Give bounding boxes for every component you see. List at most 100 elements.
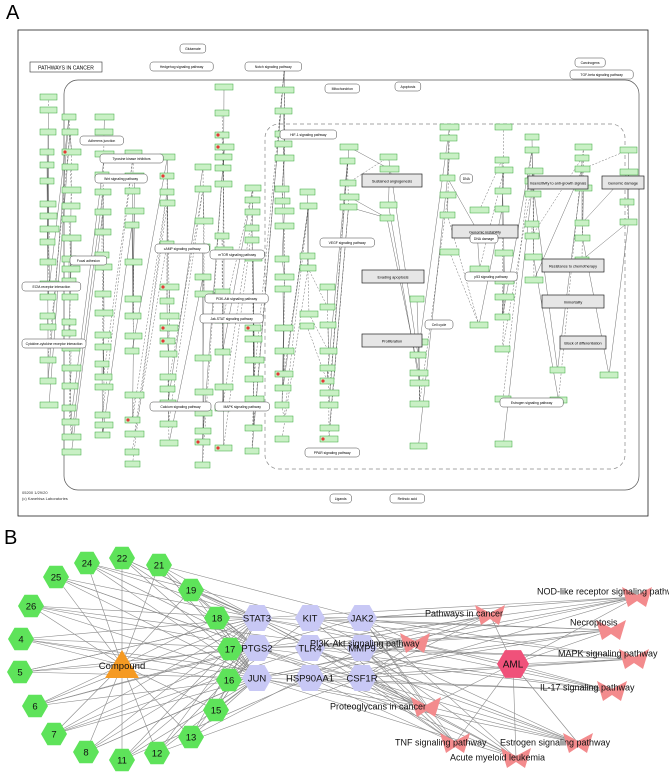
kegg-edge [222,211,253,409]
network-edge [121,648,231,666]
pathway-label: Cytokine-cytokine receptor interaction [26,342,83,346]
gene-box [194,217,214,225]
gene-box [274,347,295,355]
kegg-edge [68,385,71,409]
gene-box [319,389,340,397]
network-edge [121,647,258,761]
gene-box [524,276,544,284]
gene-box [159,188,175,196]
process-box-label: Insensitivity to anti-growth signals [530,182,587,186]
network-edge [19,664,123,673]
gene-box [619,146,638,154]
gene-box [214,180,233,188]
kegg-edge [166,300,168,342]
kegg-edge [307,267,328,308]
gene-box [379,214,395,222]
target-node [242,635,272,661]
gene-box [574,234,591,242]
kegg-edge [168,276,204,444]
gene-box [319,435,339,443]
network-edge [361,677,456,744]
network-edge [53,647,311,735]
ingredient-label: 7 [51,730,56,741]
gene-box [61,113,77,121]
network-edges [19,557,638,761]
gene-box [39,293,57,301]
network-edge [256,647,579,744]
kegg-edge [47,116,70,298]
ingredient-node [178,578,204,602]
gene-box [339,203,358,211]
kegg-footer-1: 05200 1/29/20 [22,490,48,495]
network-edge [86,562,258,619]
gene-box [619,198,635,206]
network-edge [361,614,491,649]
pathway-label-box [329,493,352,504]
network-edge [425,663,514,708]
gene-box [61,433,82,441]
kegg-edge [283,205,309,420]
kegg-edge [581,221,629,261]
network-edge [256,642,416,679]
gene-box [319,321,337,329]
pathway-node [475,605,505,625]
network-edge [30,605,258,649]
gene-box [244,424,263,432]
gene-box [274,154,295,162]
pathway-label-box [154,243,210,254]
ingredient-node [146,553,172,577]
network-edge [361,617,456,744]
gene-box [494,313,511,321]
pathway-label: p53 signaling pathway [474,275,508,279]
gene-box [194,354,212,362]
kegg-edge [102,266,104,295]
gene-box [274,207,295,215]
gene-box [124,448,140,456]
gene-box [274,435,290,443]
gene-box [494,345,511,353]
gene-box [214,153,233,161]
gene-box [319,364,336,372]
gene-box [244,208,261,216]
network-edge [121,664,158,754]
gene-box [409,295,425,303]
pathway-label-box [21,338,87,349]
gene-box [124,187,141,195]
gene-box [61,382,79,390]
gene-box [299,252,316,260]
gene-box [274,285,292,293]
target-star-marker [321,379,325,383]
gene-box [274,384,292,392]
pathway-label: Wnt signaling pathway [104,177,138,181]
gene-box [524,253,543,261]
network-edge [256,617,416,644]
gene-box [214,83,234,91]
network-edge [454,663,514,744]
ingredient-node [41,722,67,746]
network-edge [512,663,517,759]
pathway-node [400,633,430,653]
pathway-label-box [209,249,265,260]
gene-box [61,148,82,156]
gene-box [61,128,79,136]
gene-box [39,128,57,136]
target-label: JAK2 [351,614,374,625]
gene-box [494,205,510,213]
pathway-label-box [499,397,564,408]
gene-box [159,420,178,428]
kegg-edge [282,327,285,389]
network-edge [309,614,491,679]
gene-box [159,337,176,345]
ingredient-node [22,694,48,718]
ingredient-label: 5 [17,668,22,679]
gene-box [439,211,456,219]
kegg-edge [447,126,450,216]
gene-box [339,143,359,151]
gene-box [94,373,113,381]
gene-box [319,377,335,385]
gene-box [524,133,540,141]
pathway-label: Cell cycle [432,323,447,327]
kegg-edge [582,187,584,239]
target-node [295,605,325,631]
